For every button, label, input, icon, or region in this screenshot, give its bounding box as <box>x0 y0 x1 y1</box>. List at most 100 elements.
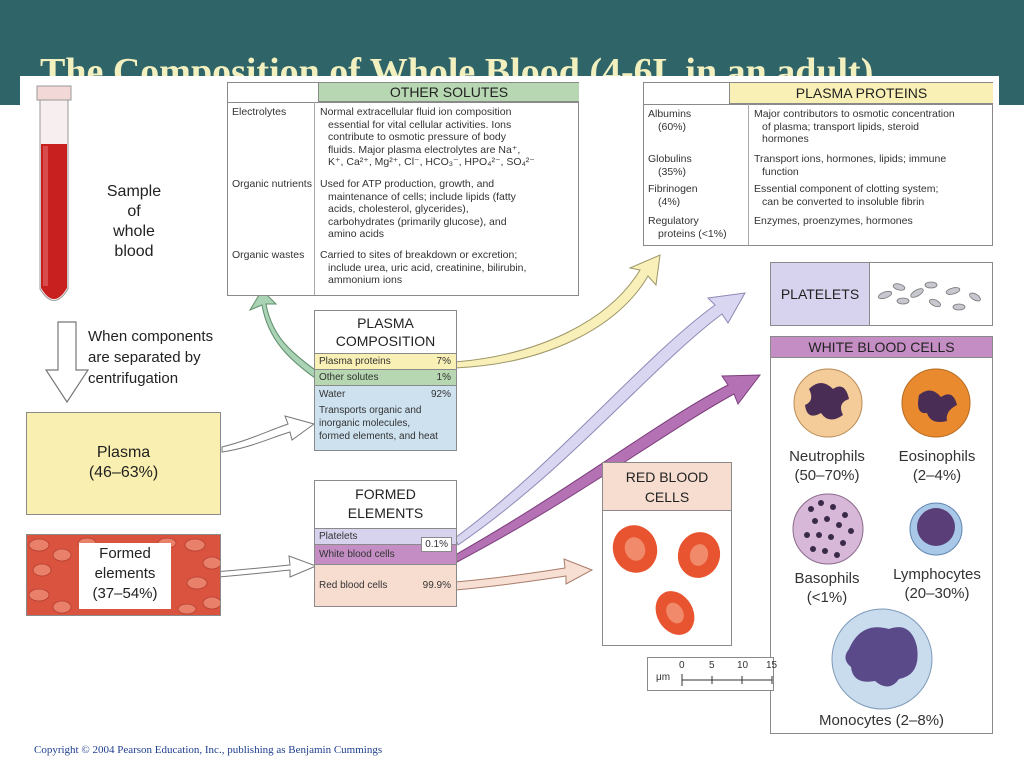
eosinophils-caption: Eosinophils (2–4%) <box>881 447 993 485</box>
plasma-composition-title-line: COMPOSITION <box>335 333 436 349</box>
solute-desc-line: amino acids <box>328 228 385 240</box>
protein-desc-line: Essential component of clotting system; <box>754 183 939 195</box>
blood-sample-tube <box>36 85 72 301</box>
cell-caption-name: Eosinophils <box>898 448 976 465</box>
basophils-caption: Basophils (<1%) <box>771 569 883 607</box>
solute-desc-line: Normal extracellular fluid ion compositi… <box>320 106 512 118</box>
cell-caption-name: Lymphocytes <box>893 566 981 583</box>
solute-desc-line: maintenance of cells; include lipids (fa… <box>328 190 516 203</box>
sample-label-line: of <box>127 203 141 220</box>
rbc-texture <box>28 537 220 615</box>
protein-desc: Transport ions, hormones, lipids; immune… <box>754 153 992 178</box>
scale-ruler <box>681 674 773 686</box>
sample-label-line: whole <box>113 223 155 240</box>
formed-combined-value: 0.1% <box>421 537 452 552</box>
rbc-title: RED BLOOD CELLS <box>603 463 731 511</box>
solute-desc: Carried to sites of breakdown or excreti… <box>320 249 578 287</box>
protein-name: Regulatory proteins (<1%) <box>648 215 746 240</box>
protein-desc: Enzymes, proenzymes, hormones <box>754 215 992 228</box>
protein-name-line: Albumins <box>648 108 692 120</box>
water-note-line: Transports organic and <box>319 405 422 416</box>
composition-row-value: 92% <box>430 389 451 400</box>
formed-fraction-label: Formed elements (37–54%) <box>79 543 171 609</box>
solute-desc-line: fluids. Major plasma electrolytes are Na… <box>328 143 521 156</box>
solute-desc: Used for ATP production, growth, and mai… <box>320 178 578 241</box>
solute-desc-line: K⁺, Ca²⁺, Mg²⁺, Cl⁻, HCO₃⁻, HPO₄²⁻, SO₄²… <box>328 156 535 168</box>
platelets-title: PLATELETS <box>771 263 870 325</box>
protein-name-line: Fibrinogen <box>648 183 698 195</box>
formed-row-name: Red blood cells <box>319 580 388 591</box>
red-blood-cell <box>655 591 695 635</box>
plasma-fraction-line: Plasma <box>96 444 151 461</box>
red-blood-cell <box>612 525 658 573</box>
solute-name: Organic nutrients <box>232 178 312 190</box>
formed-fraction-box: Formed elements (37–54%) <box>26 534 221 616</box>
lymphocytes-caption: Lymphocytes (20–30%) <box>879 565 995 603</box>
formed-fraction-line: (37–54%) <box>92 585 158 602</box>
platelet-cells <box>877 281 981 311</box>
plasma-proteins-title: PLASMA PROTEINS <box>729 83 993 104</box>
centrifugation-line: When components <box>88 328 214 345</box>
protein-desc-line: Major contributors to osmotic concentrat… <box>754 108 955 120</box>
protein-desc: Major contributors to osmotic concentrat… <box>754 108 992 146</box>
rbc-title-line: CELLS <box>644 489 690 505</box>
formed-elements-title: FORMED ELEMENTS <box>315 485 456 523</box>
plasma-composition-title: PLASMA COMPOSITION <box>315 314 456 350</box>
formed-row-name: White blood cells <box>319 549 395 560</box>
protein-name: Globulins (35%) <box>648 153 746 178</box>
monocyte-nucleus <box>845 627 918 687</box>
sample-label: Sample of whole blood <box>102 182 166 262</box>
solute-name: Organic wastes <box>232 249 305 261</box>
protein-pct: (35%) <box>658 165 687 178</box>
centrifugation-line: are separated by <box>88 349 201 366</box>
cell-caption-pct: (2–4%) <box>912 467 962 484</box>
formed-fraction-line: Formed <box>99 545 151 562</box>
protein-desc-line: hormones <box>762 133 809 145</box>
formed-row-name: Platelets <box>319 531 358 542</box>
composition-row-name: Water <box>319 389 346 400</box>
neutrophil-nucleus <box>805 383 849 420</box>
solute-desc: Normal extracellular fluid ion compositi… <box>320 106 578 169</box>
formed-row-platelets: Platelets <box>315 528 456 544</box>
plasma-fraction-line: (46–63%) <box>88 464 159 481</box>
water-note-line: formed elements, and heat <box>319 431 438 442</box>
scale-unit: μm <box>656 672 671 683</box>
scale-tick-label: 0 <box>679 660 685 671</box>
monocytes-caption: Monocytes (2–8%) <box>818 712 945 729</box>
solute-desc-line: Carried to sites of breakdown or excreti… <box>320 249 518 261</box>
protein-name-line: Globulins <box>648 153 692 165</box>
solute-desc-line: contribute to osmotic pressure of body <box>328 131 507 143</box>
composition-row-name: Other solutes <box>319 372 379 383</box>
eosinophil-nucleus <box>918 390 957 422</box>
cell-caption-pct: (20–30%) <box>904 585 970 602</box>
arrow-to-plasma-proteins <box>454 254 661 369</box>
water-note: Transports organic and inorganic molecul… <box>319 404 452 443</box>
scale-tick-label: 10 <box>737 660 749 671</box>
sample-label-line: Sample <box>106 183 162 200</box>
scale-tick-label: 5 <box>709 660 715 671</box>
plasma-proteins-table: PLASMA PROTEINS Albumins (60%) Major con… <box>643 82 993 246</box>
solute-desc-line: ammonium ions <box>328 274 403 286</box>
protein-pct: (60%) <box>658 120 687 133</box>
red-blood-cells-panel: RED BLOOD CELLS <box>602 462 732 646</box>
arrow-to-rbc <box>454 558 594 591</box>
rbc-title-line: RED BLOOD <box>625 469 709 485</box>
protein-desc-line: of plasma; transport lipids, steroid <box>762 120 919 133</box>
formed-elements-table: FORMED ELEMENTS Platelets White blood ce… <box>314 480 457 607</box>
neutrophils-caption: Neutrophils (50–70%) <box>771 447 883 485</box>
composition-row-value: 7% <box>436 356 451 367</box>
arrow-to-platelets <box>454 292 746 546</box>
protein-name: Fibrinogen (4%) <box>648 183 746 208</box>
formed-fraction-line: elements <box>94 565 156 582</box>
formed-row-value: 99.9% <box>422 580 451 591</box>
centrifugation-line: centrifugation <box>88 370 179 387</box>
plasma-fraction-label: Plasma (46–63%) <box>27 443 220 483</box>
protein-desc-line: can be converted to insoluble fibrin <box>762 195 925 208</box>
protein-pct: (4%) <box>658 195 681 208</box>
scale-tick-label: 15 <box>766 660 778 671</box>
other-solutes-table: OTHER SOLUTES Electrolytes Normal extrac… <box>227 82 579 296</box>
